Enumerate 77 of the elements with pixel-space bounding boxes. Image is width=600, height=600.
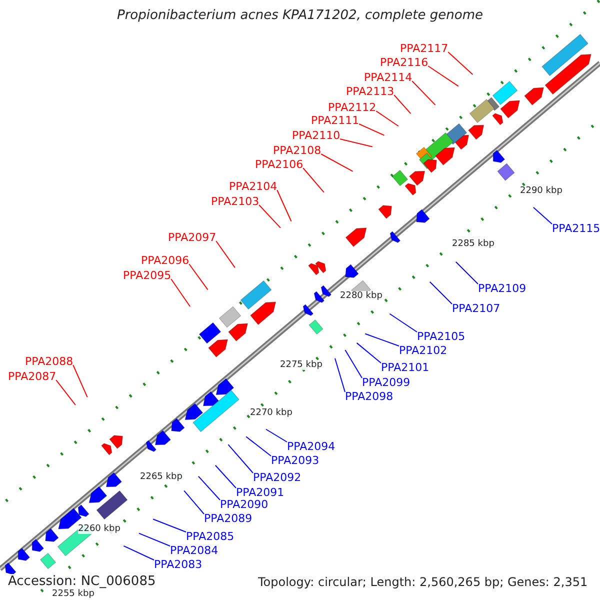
leader-line xyxy=(170,278,191,307)
gene-label: PPA2106 xyxy=(255,158,304,171)
gene-label: PPA2091 xyxy=(236,486,284,499)
gene-label: PPA2105 xyxy=(417,330,466,343)
leader-line xyxy=(258,204,281,228)
gene-label: PPA2103 xyxy=(211,195,260,208)
leader-line xyxy=(56,380,76,406)
scale-label: 2255 kbp xyxy=(52,589,94,599)
leader-line xyxy=(389,313,418,332)
leader-line xyxy=(228,444,254,474)
leader-line xyxy=(364,333,400,346)
leader-line xyxy=(138,532,170,546)
title: Propionibacterium acnes KPA171202, complete genome xyxy=(116,8,484,23)
scale-label: 2280 kbp xyxy=(340,291,382,301)
gene-label: PPA2114 xyxy=(364,71,412,84)
leader-line xyxy=(376,110,399,127)
leader-line xyxy=(532,206,552,224)
gene-label: PPA2092 xyxy=(253,471,302,484)
gene-label: PPA2087 xyxy=(8,370,56,383)
scale-label: 2290 kbp xyxy=(520,186,562,196)
leader-line xyxy=(356,342,382,364)
gene-label: PPA2099 xyxy=(362,376,410,389)
leader-line xyxy=(320,154,354,172)
leader-line xyxy=(214,464,236,488)
leader-line xyxy=(184,490,204,514)
gene-label: PPA2112 xyxy=(328,101,376,114)
scale-label: 2275 kbp xyxy=(280,360,322,370)
leader-line xyxy=(394,94,412,114)
gene-label: PPA2097 xyxy=(168,231,216,244)
leader-line xyxy=(152,518,186,532)
leader-line xyxy=(276,190,292,222)
leader-line xyxy=(216,240,236,268)
leader-line xyxy=(302,168,324,193)
gene-label: PPA2096 xyxy=(141,254,190,267)
leader-line xyxy=(123,545,154,560)
leader-line xyxy=(265,428,288,442)
scale-label: 2285 kbp xyxy=(452,239,494,249)
leader-line xyxy=(198,476,220,500)
gene-label: PPA2093 xyxy=(271,454,320,467)
gene-label: PPA2085 xyxy=(186,530,234,543)
gene-label: PPA2117 xyxy=(400,42,448,55)
leader-line xyxy=(428,66,459,87)
gene-label: PPA2109 xyxy=(478,282,526,295)
gene-label: PPA2104 xyxy=(229,180,278,193)
leader-line xyxy=(429,281,452,304)
gene-label: PPA2116 xyxy=(380,56,428,69)
gene-label: PPA2094 xyxy=(287,440,336,453)
gene-label: PPA2095 xyxy=(123,269,172,282)
leader-line xyxy=(246,436,272,456)
scale-label: 2260 kbp xyxy=(78,524,120,534)
gene-label: PPA2107 xyxy=(452,302,500,315)
leader-line xyxy=(448,52,474,76)
gene-label: PPA2101 xyxy=(381,361,430,374)
gene-label: PPA2098 xyxy=(345,390,394,403)
gene-label: PPA2102 xyxy=(399,344,448,357)
leader-line xyxy=(412,80,436,106)
gene-label: PPA2084 xyxy=(170,544,218,557)
gene-label: PPA2111 xyxy=(311,114,360,127)
gene-label: PPA2115 xyxy=(552,222,600,235)
scale-label: 2265 kbp xyxy=(140,472,182,482)
leader-line xyxy=(72,364,88,398)
scale-label: 2270 kbp xyxy=(250,408,292,418)
gene-label: PPA2090 xyxy=(220,498,268,511)
gene-label: PPA2108 xyxy=(273,144,322,157)
gene-label: PPA2088 xyxy=(25,355,74,368)
leader-line xyxy=(340,138,373,148)
leader-line xyxy=(344,350,362,378)
gene-label: PPA2083 xyxy=(154,558,202,571)
gene-label: PPA2089 xyxy=(204,512,252,525)
leader-line xyxy=(455,261,478,284)
leader-line xyxy=(358,124,385,136)
gene-label: PPA2113 xyxy=(346,85,394,98)
leader-line xyxy=(334,358,346,392)
accession-text: Accession: NC_006085 xyxy=(8,574,156,589)
genome-info-text: Topology: circular; Length: 2,560,265 bp; Genes: 2,351 xyxy=(258,575,588,589)
leader-line xyxy=(188,264,208,290)
gene-label: PPA2110 xyxy=(292,129,340,142)
